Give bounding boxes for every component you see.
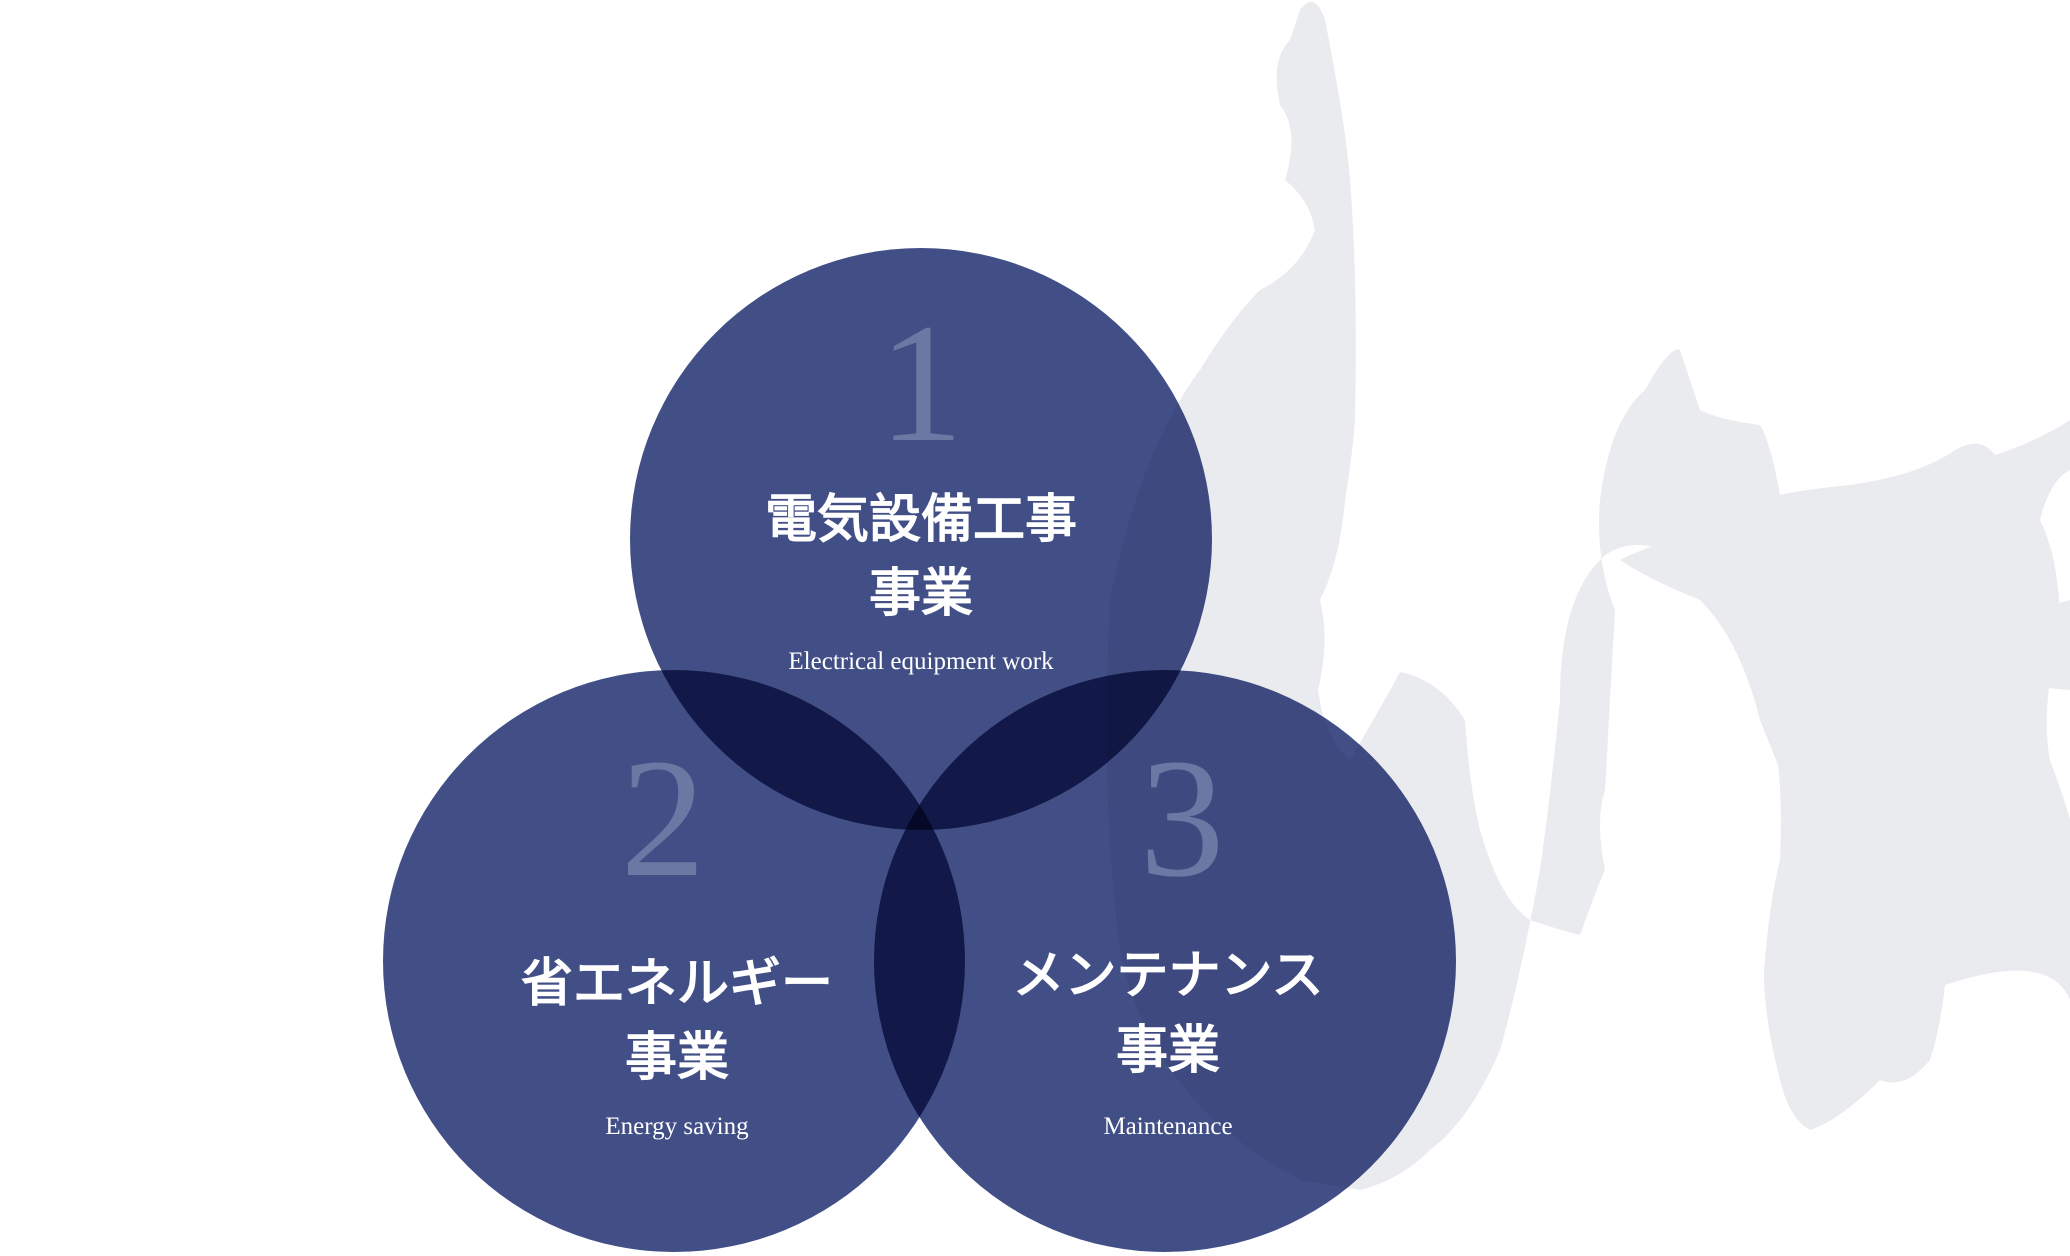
circle-maintenance[interactable]: [874, 670, 1456, 1252]
circle-energy-saving[interactable]: [383, 670, 965, 1252]
